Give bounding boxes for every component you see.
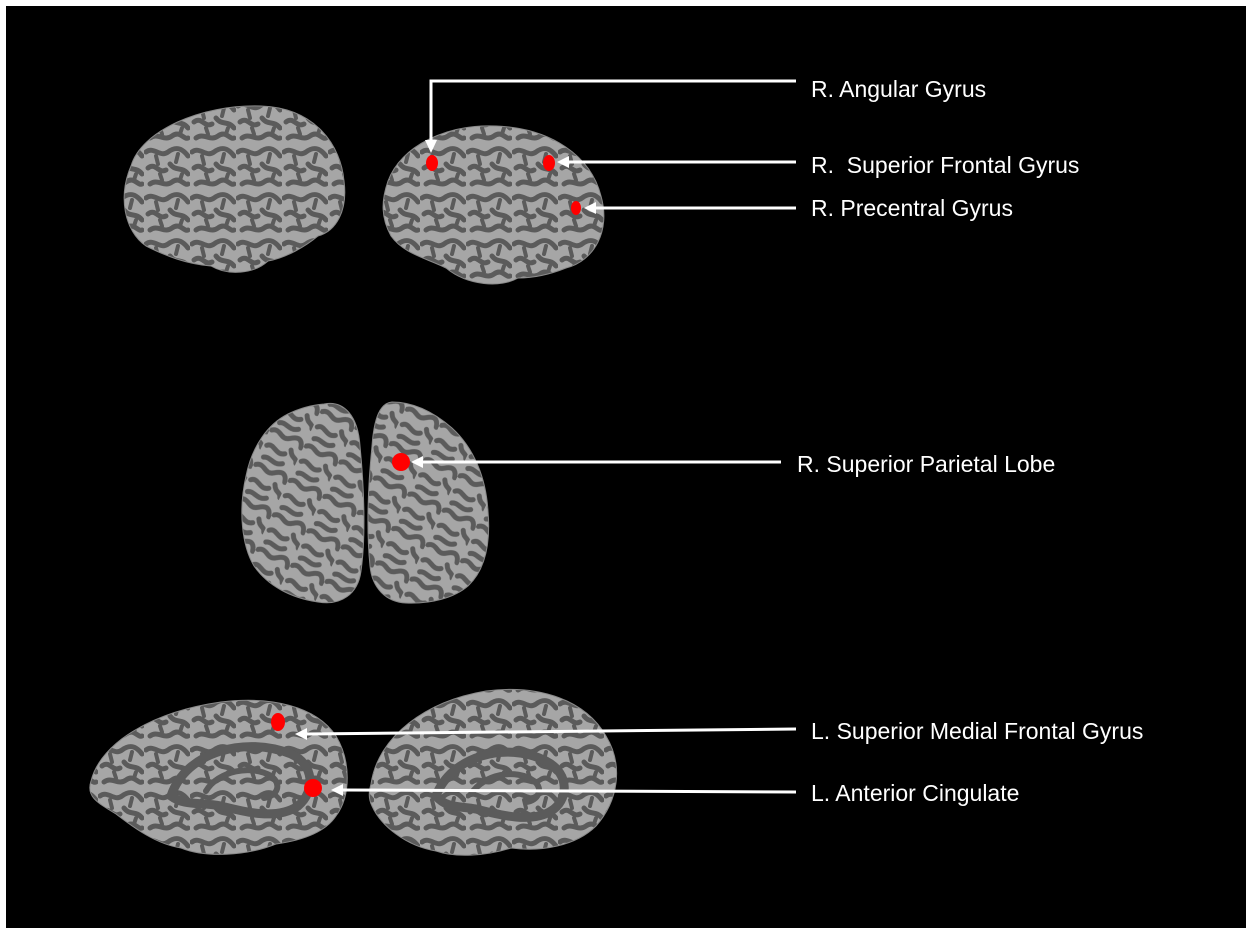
label-anterior-cingulate: L. Anterior Cingulate: [811, 780, 1019, 806]
label-precentral-gyrus: R. Precentral Gyrus: [811, 195, 1013, 221]
activation-precentral-gyrus: [571, 201, 581, 215]
label-angular-gyrus: R. Angular Gyrus: [811, 76, 986, 102]
arrow-anterior-cingulate: [342, 790, 796, 792]
label-superior-medial-frontal-gyrus: L. Superior Medial Frontal Gyrus: [811, 718, 1143, 744]
label-superior-parietal-lobe: R. Superior Parietal Lobe: [797, 451, 1055, 477]
right-hemisphere-superior-view: [368, 402, 489, 603]
brain-surface-figure: [6, 6, 1246, 928]
left-hemisphere-medial-view: [90, 700, 348, 854]
left-hemisphere-lateral-view: [124, 106, 345, 272]
activation-angular-gyrus: [426, 155, 438, 171]
right-hemisphere-medial-view: [369, 689, 616, 855]
activation-superior-medial-frontal-gyrus: [271, 713, 285, 731]
activation-superior-parietal-lobe: [392, 453, 410, 471]
left-hemisphere-superior-view: [242, 403, 364, 602]
label-superior-frontal-gyrus: R. Superior Frontal Gyrus: [811, 152, 1079, 178]
figure-canvas: R. Angular Gyrus R. Superior Frontal Gyr…: [6, 6, 1246, 928]
right-hemisphere-lateral-view: [383, 126, 604, 284]
activation-anterior-cingulate: [304, 779, 322, 797]
activation-superior-frontal-gyrus: [543, 155, 555, 171]
